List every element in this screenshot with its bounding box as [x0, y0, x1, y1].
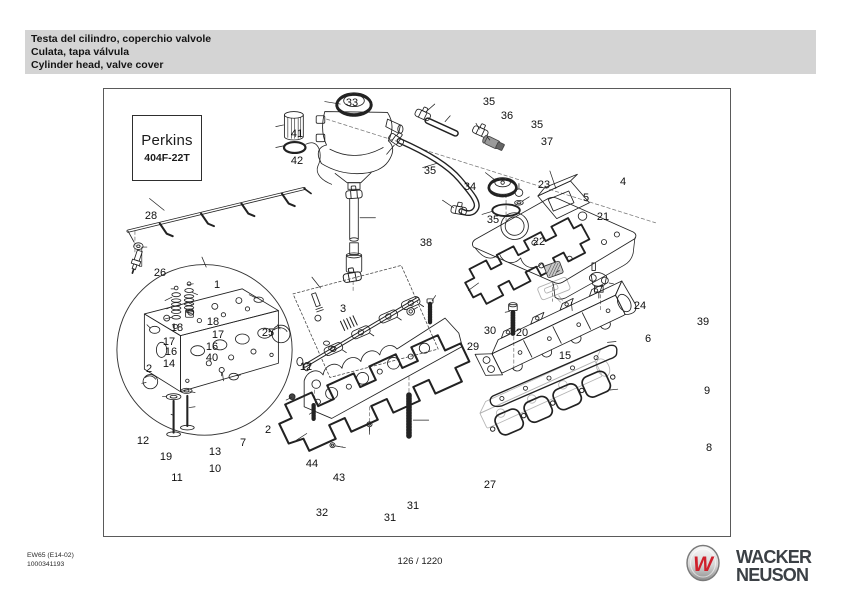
assembly-axis-lines [134, 118, 656, 448]
connector-block [543, 260, 564, 278]
cap-ball [514, 188, 524, 197]
exploded-diagram [116, 92, 656, 452]
logo-wordmark-line2: NEUSON [736, 565, 808, 585]
wacker-neuson-logo: W WACKER NEUSON [672, 540, 822, 592]
manifold-bolt [508, 302, 518, 337]
shaft-bolt [426, 298, 434, 325]
cover-gasket [464, 217, 591, 305]
rocker-assembly [292, 265, 439, 378]
glow-plug [130, 246, 148, 274]
filter-element [283, 111, 304, 141]
logo-monogram: W [693, 553, 715, 576]
breather-tube [341, 198, 363, 284]
leak-off-rail [126, 186, 312, 250]
engine-model: 404F-22T [144, 152, 190, 164]
valve-train-parts [142, 281, 291, 438]
detail-circle [116, 264, 293, 436]
filler-cap [487, 177, 518, 198]
logo-badge [686, 544, 720, 582]
ghost-plate [537, 277, 571, 303]
callout-leader-lines [141, 101, 619, 449]
title-spanish: Culata, tapa válvula [31, 45, 130, 58]
valve-cover [472, 173, 637, 300]
intake-manifold [474, 280, 637, 376]
head-gasket-large [278, 334, 471, 452]
cap-washer [514, 199, 524, 206]
manifold-gasket-top [489, 344, 618, 408]
title-english: Cylinder head, valve cover [31, 58, 164, 71]
filter-o-ring [282, 141, 333, 185]
hose-fitting [482, 134, 505, 151]
engine-brand: Perkins [141, 132, 193, 149]
vent-hose-small [413, 104, 492, 139]
document-codes: EW65 (E14-02) 1000341193 [27, 552, 74, 569]
page-indicator: 126 / 1220 [397, 556, 443, 567]
small-bolt-44 [288, 393, 296, 400]
engine-model-label: Perkins 404F-22T [132, 115, 202, 181]
cover-bolt-31b [329, 442, 336, 449]
page-header: Testa del cilindro, coperchio valvole Cu… [25, 30, 816, 74]
sensor [588, 262, 609, 299]
model-code: EW65 (E14-02) [27, 552, 74, 559]
title-italian: Testa del cilindro, coperchio valvole [31, 33, 212, 45]
document-number: 1000341193 [27, 560, 65, 568]
cylinder-head-assembled [303, 317, 463, 419]
shaft-nut [406, 307, 415, 316]
cylinder-head [143, 288, 279, 393]
logo-wordmark-line1: WACKER [736, 547, 812, 567]
manifold-port-gasket [489, 370, 616, 436]
breather-hose [387, 128, 480, 216]
